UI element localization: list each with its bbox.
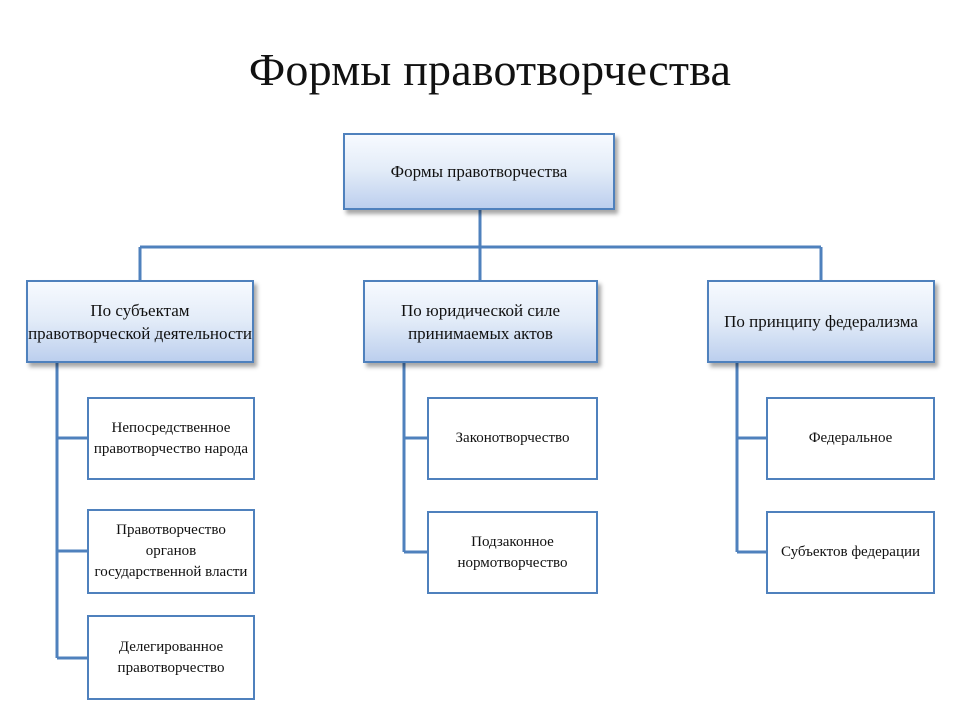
category-node-federalism: По принципу федерализма [707,280,935,363]
category-node-subjects: По субъектам правотворческой деятельност… [26,280,254,363]
leaf-node-federation-subjects: Субъектов федерации [766,511,935,594]
leaf-node-subordinate-rulemaking: Подзаконное нормотворчество [427,511,598,594]
leaf-node-lawmaking-label: Законотворчество [455,430,570,446]
leaf-node-lawmaking: Законотворчество [427,397,598,480]
leaf-node-state-bodies-label: Правотворчество органов государственной … [94,522,248,580]
leaf-node-state-bodies: Правотворчество органов государственной … [87,509,255,594]
leaf-node-delegated: Делегированное правотворчество [87,615,255,700]
root-node: Формы правотворчества [343,133,615,210]
leaf-node-direct-lawmaking: Непосредственное правотворчество народа [87,397,255,480]
slide-title: Формы правотворчества [248,44,732,95]
leaf-node-delegated-label: Делегированное правотворчество [117,638,225,676]
category-node-subjects-label: По субъектам правотворческой деятельност… [28,300,252,343]
category-node-legal-force: По юридической силе принимаемых актов [363,280,598,363]
leaf-node-direct-lawmaking-label: Непосредственное правотворчество народа [93,419,249,457]
root-node-label: Формы правотворчества [390,162,568,181]
category-node-federalism-label: По принципу федерализма [724,312,918,331]
leaf-node-federation-subjects-label: Субъектов федерации [780,544,921,560]
category-node-legal-force-label: По юридической силе принимаемых актов [400,300,561,343]
leaf-node-subordinate-rulemaking-label: Подзаконное нормотворчество [457,533,568,571]
leaf-node-federal: Федеральное [766,397,935,480]
leaf-node-federal-label: Федеральное [808,430,893,446]
